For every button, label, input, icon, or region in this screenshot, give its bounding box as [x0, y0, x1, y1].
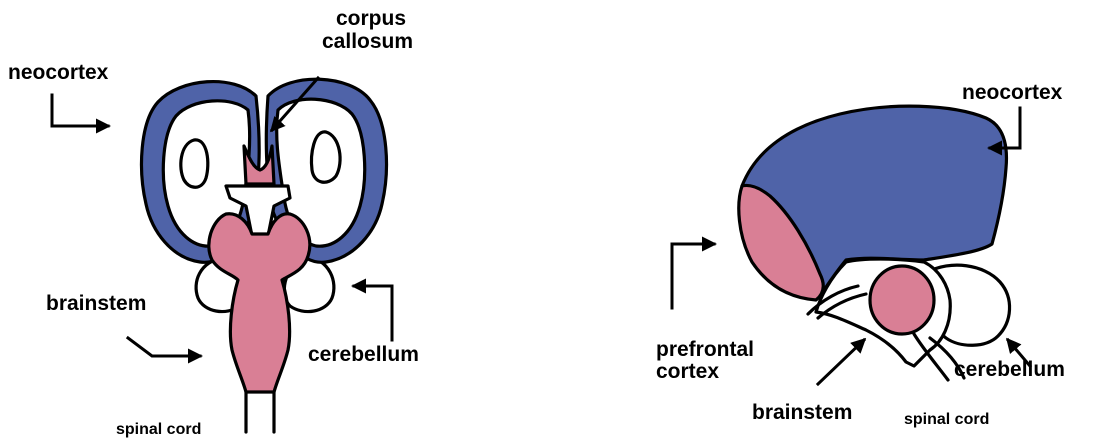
front-neocortex-label: neocortex — [8, 61, 109, 84]
front-ventricle-right — [312, 132, 341, 182]
front-spinal-cord — [246, 392, 274, 432]
front-brainstem-arrow — [128, 338, 200, 356]
front-spinal-cord-label: spinal cord — [116, 421, 201, 438]
side-prefrontal-arrow — [672, 244, 714, 308]
side-prefrontal-label-line1: prefrontal — [656, 338, 754, 361]
front-cerebellum-label: cerebellum — [308, 343, 419, 366]
side-neocortex-label: neocortex — [962, 81, 1063, 104]
front-view-diagram: neocortex corpus callosum brainstem cere… — [8, 7, 419, 438]
side-cerebellum-label: cerebellum — [954, 358, 1065, 381]
side-brainstem — [870, 266, 934, 334]
front-brainstem-label: brainstem — [46, 292, 146, 315]
front-cerebellum-arrow — [354, 286, 392, 340]
side-spinal-cord-label: spinal cord — [904, 411, 989, 428]
front-ventricle-left — [181, 140, 208, 187]
side-prefrontal-label-line2: cortex — [656, 360, 719, 383]
side-view-diagram: neocortex prefrontal cortex brainstem ce… — [656, 81, 1065, 428]
front-neocortex-arrow — [52, 95, 108, 126]
side-brainstem-arrow — [818, 340, 864, 384]
front-corpus-label-line2: callosum — [322, 30, 413, 53]
side-brainstem-label: brainstem — [752, 401, 852, 424]
front-corpus-label-line1: corpus — [336, 7, 406, 30]
